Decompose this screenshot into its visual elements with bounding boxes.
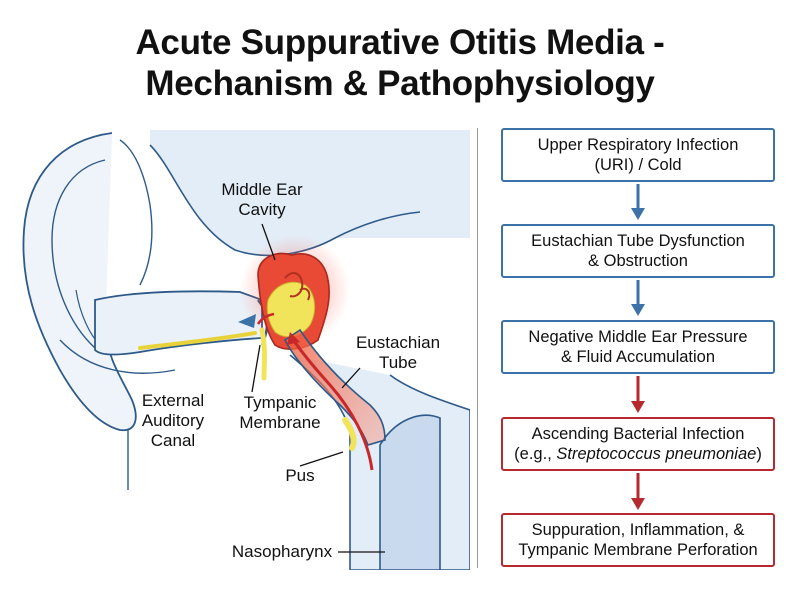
label-pus: Pus — [285, 466, 315, 485]
label-middle-ear-cavity: Middle Ear Cavity — [221, 180, 303, 219]
flow-step-bacterial-infection: Ascending Bacterial Infection (e.g., Str… — [501, 417, 775, 471]
pus-in-tube — [342, 417, 357, 451]
ossicles — [284, 272, 311, 301]
canal-lower-wall — [59, 339, 176, 374]
label-external-auditory-canal: External Auditory Canal — [141, 391, 205, 450]
flow-arrow-1 — [631, 184, 645, 220]
label-tympanic-membrane: Tympanic Membrane — [239, 393, 321, 432]
pinna-outline — [22, 132, 137, 432]
eustachian-tube — [283, 328, 386, 446]
leader-tympanic — [251, 344, 261, 393]
ear-anatomy-illustration — [22, 130, 470, 570]
flow-arrow-2 — [631, 280, 645, 316]
diagram-title: Acute Suppurative Otitis Media - Mechani… — [0, 22, 800, 104]
title-line-1: Acute Suppurative Otitis Media - — [135, 23, 665, 62]
pus-in-middle-ear — [266, 281, 316, 338]
bacteria-name: Streptococcus pneumoniae — [556, 445, 757, 463]
label-eustachian-tube: Eustachian Tube — [355, 333, 441, 372]
label-nasopharynx: Nasopharynx — [231, 542, 333, 561]
pinna-inner-fold — [51, 159, 106, 349]
leader-eustachian — [341, 367, 361, 389]
pressure-arrow-red — [256, 312, 275, 325]
pus-drip — [259, 327, 267, 381]
flow-arrow-4 — [631, 473, 645, 510]
pinna-helix-line — [119, 139, 153, 286]
flow-step-negative-pressure: Negative Middle Ear Pressure & Fluid Acc… — [501, 320, 775, 374]
flow-step-uri: Upper Respiratory Infection (URI) / Cold — [501, 128, 775, 182]
flow-step-suppuration: Suppuration, Inflammation, & Tympanic Me… — [501, 513, 775, 567]
bacteria-ascending-arrow — [290, 337, 374, 471]
leader-pus — [299, 451, 344, 467]
title-line-2: Mechanism & Pathophysiology — [145, 64, 655, 103]
flow-arrows — [631, 184, 645, 510]
temporal-bone-region — [150, 130, 470, 256]
arrowhead-upward — [287, 332, 300, 345]
nasopharynx-shape — [379, 414, 441, 570]
pressure-arrow-blue — [238, 314, 256, 328]
flow-arrow-3 — [631, 376, 645, 413]
panel-divider — [477, 128, 478, 568]
leader-middle-ear — [261, 223, 276, 261]
pus-in-canal — [138, 331, 257, 350]
flow-step-eustachian-dysfunction: Eustachian Tube Dysfunction & Obstructio… — [501, 224, 775, 278]
